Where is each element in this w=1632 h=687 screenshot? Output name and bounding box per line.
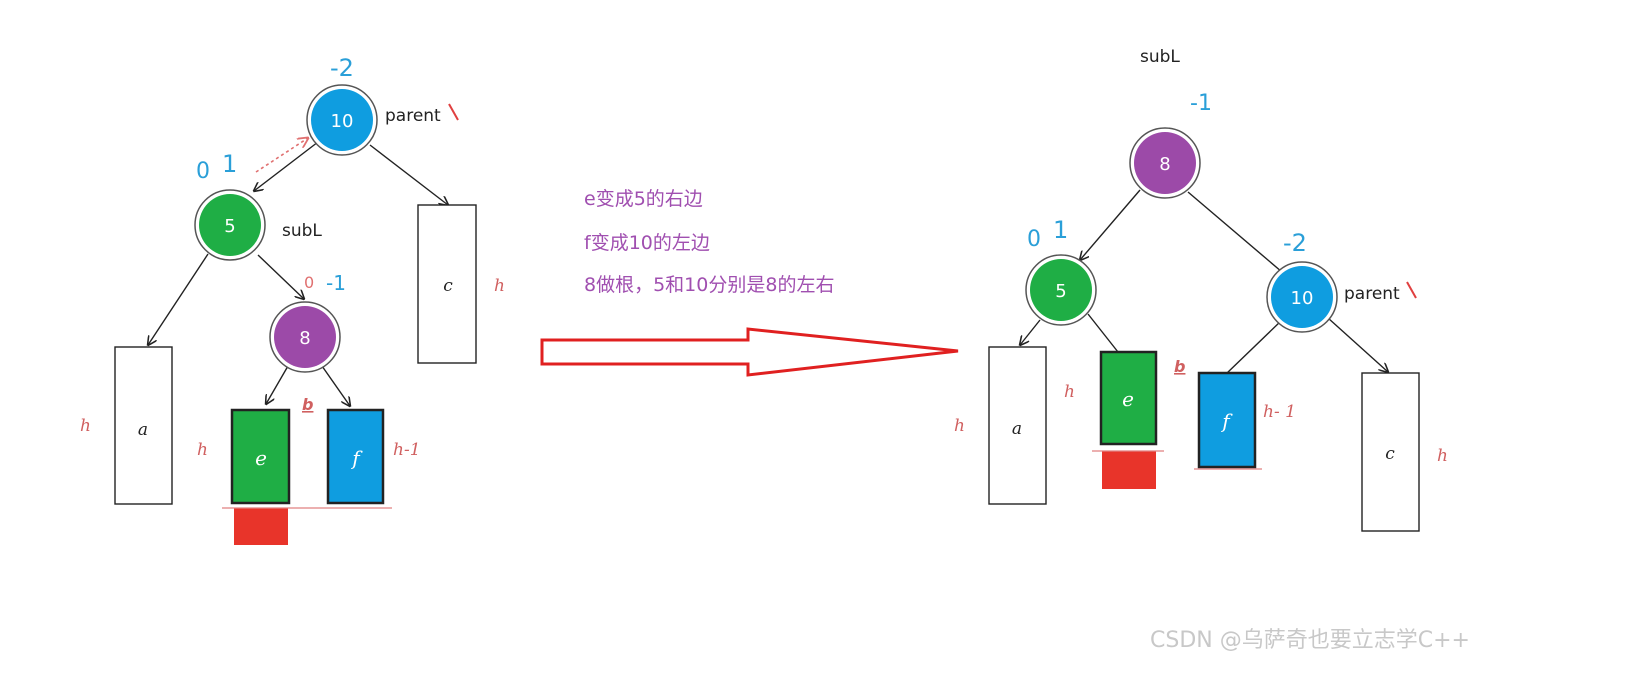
bf-node-10: -2 bbox=[330, 54, 354, 82]
bf-r-node-5-new: 1 bbox=[1053, 216, 1068, 244]
node-10: 10 bbox=[306, 84, 378, 156]
node-8: 8 bbox=[269, 301, 341, 373]
edge-10-c bbox=[369, 144, 448, 205]
subtree-f: f bbox=[326, 408, 385, 505]
r-subtree-a-label: a bbox=[1012, 419, 1022, 439]
edge-r-5-a bbox=[1020, 319, 1041, 345]
r-subtree-e-label: e bbox=[1122, 387, 1134, 411]
note-line-1: e变成5的右边 bbox=[584, 188, 703, 210]
subtree-e: e bbox=[230, 408, 291, 505]
r-subtree-c-label: c bbox=[1385, 444, 1395, 464]
bf-r-node-10: -2 bbox=[1283, 229, 1307, 257]
parent-red-mark bbox=[448, 103, 459, 121]
edge-r-10-f bbox=[1225, 319, 1283, 375]
subtree-a: a bbox=[114, 346, 173, 505]
subl-label: subL bbox=[282, 221, 322, 241]
note-line-2: f变成10的左边 bbox=[584, 232, 710, 254]
r-height-e: h bbox=[1064, 382, 1075, 402]
left-tree: 10 5 8 -2 0 1 0 -1 parent subL a c bbox=[80, 54, 505, 545]
watermark: CSDN @乌萨奇也要立志学C++ bbox=[1150, 628, 1470, 653]
r-subl-label: subL bbox=[1140, 47, 1180, 67]
bf-node-5-old: 0 bbox=[196, 159, 210, 184]
r-parent-label: parent bbox=[1344, 284, 1400, 304]
node-r-5-label: 5 bbox=[1055, 281, 1066, 302]
height-c: h bbox=[494, 276, 505, 296]
node-r-8: 8 bbox=[1129, 127, 1201, 199]
edge-r-5-e bbox=[1087, 313, 1119, 353]
r-subtree-c: c bbox=[1361, 372, 1420, 532]
node-r-8-label: 8 bbox=[1159, 154, 1170, 175]
r-b-label: b bbox=[1174, 357, 1185, 376]
r-inserted-node-block bbox=[1102, 451, 1156, 489]
transform-arrow bbox=[540, 327, 959, 377]
node-5-label: 5 bbox=[224, 216, 235, 237]
bf-node-8-old: 0 bbox=[304, 273, 314, 292]
node-r-5: 5 bbox=[1025, 254, 1097, 326]
edge-5-a bbox=[148, 253, 209, 345]
r-height-a: h bbox=[954, 416, 965, 436]
rotation-hint-arrow bbox=[255, 138, 308, 173]
node-r-10: 10 bbox=[1266, 261, 1338, 333]
right-tree: 8 5 10 subL -1 0 1 -2 parent a e bbox=[954, 47, 1448, 532]
subtree-c-label: c bbox=[443, 276, 453, 296]
edge-5-8 bbox=[257, 254, 304, 299]
edge-r-8-5 bbox=[1080, 189, 1141, 260]
subtree-c: c bbox=[417, 204, 477, 364]
edge-8-e bbox=[266, 365, 289, 404]
parent-label: parent bbox=[385, 106, 441, 126]
height-a: h bbox=[80, 416, 91, 436]
r-subtree-a: a bbox=[988, 346, 1047, 505]
bf-node-8-new: -1 bbox=[326, 271, 346, 295]
inserted-node-block bbox=[234, 508, 288, 545]
height-e: h bbox=[197, 440, 208, 460]
subtree-e-label: e bbox=[255, 446, 267, 470]
node-10-label: 10 bbox=[331, 111, 354, 132]
edge-r-10-c bbox=[1327, 317, 1388, 372]
edge-r-8-10 bbox=[1187, 191, 1283, 273]
r-height-c: h bbox=[1437, 446, 1448, 466]
node-5: 5 bbox=[194, 189, 266, 261]
r-height-f: h- 1 bbox=[1263, 402, 1296, 422]
r-subtree-f: f bbox=[1197, 371, 1257, 469]
edge-8-f bbox=[321, 365, 350, 406]
node-8-label: 8 bbox=[299, 328, 310, 349]
node-r-10-label: 10 bbox=[1291, 288, 1314, 309]
r-parent-red-mark bbox=[1406, 281, 1417, 299]
bf-r-node-8: -1 bbox=[1190, 91, 1212, 116]
bf-node-5-new: 1 bbox=[222, 150, 237, 178]
height-f: h-1 bbox=[393, 440, 421, 460]
bf-r-node-5-old: 0 bbox=[1027, 227, 1041, 252]
note-line-3: 8做根，5和10分别是8的左右 bbox=[584, 274, 835, 296]
subtree-a-label: a bbox=[138, 420, 148, 440]
edge-10-5 bbox=[254, 141, 319, 191]
r-subtree-e: e bbox=[1099, 350, 1158, 446]
b-label: b bbox=[302, 395, 313, 414]
